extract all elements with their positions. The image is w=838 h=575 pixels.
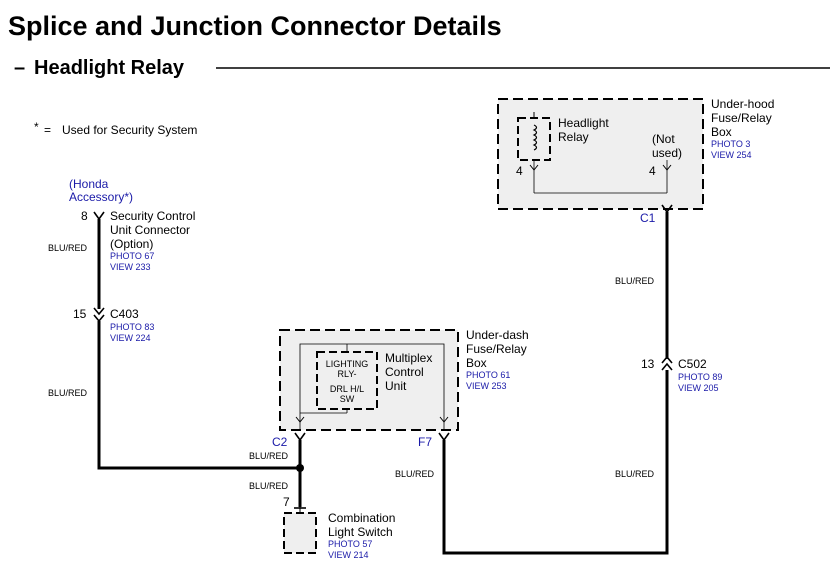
combo-name-1: Combination bbox=[328, 511, 395, 525]
f7-connector-icon bbox=[438, 432, 450, 442]
wire-label-2: BLU/RED bbox=[48, 388, 88, 398]
security-name-1: Security Control bbox=[110, 209, 195, 223]
section-dash: – bbox=[14, 57, 25, 79]
security-name-2: Unit Connector bbox=[110, 223, 190, 237]
legend-text: Used for Security System bbox=[62, 123, 197, 137]
c502-view: VIEW 205 bbox=[678, 383, 719, 393]
c502-connector-icon bbox=[661, 355, 673, 371]
wire-label-3: BLU/RED bbox=[249, 451, 289, 461]
underdash-name-1: Under-dash bbox=[466, 328, 529, 342]
wire-label-4: BLU/RED bbox=[249, 481, 289, 491]
underhood-name-2: Fuse/Relay bbox=[711, 111, 772, 125]
combo-pin: 7 bbox=[283, 495, 290, 509]
underhood-name-1: Under-hood bbox=[711, 97, 774, 111]
honda-label-2: Accessory*) bbox=[69, 190, 133, 204]
c2-inner-arrow-icon bbox=[295, 416, 305, 423]
wire-label-6: BLU/RED bbox=[615, 469, 655, 479]
c1-label: C1 bbox=[640, 211, 656, 225]
combo-name-2: Light Switch bbox=[328, 525, 393, 539]
underdash-photo: PHOTO 61 bbox=[466, 370, 510, 380]
legend-equals: = bbox=[44, 123, 51, 137]
f7-label: F7 bbox=[418, 435, 432, 449]
multiplex-name-3: Unit bbox=[385, 379, 407, 393]
security-name-3: (Option) bbox=[110, 237, 153, 251]
relay-label-1: Headlight bbox=[558, 116, 609, 130]
notused-label-2: used) bbox=[652, 146, 682, 160]
combo-switch-box bbox=[283, 512, 317, 554]
c2-connector-icon bbox=[294, 432, 306, 442]
multiplex-name-1: Multiplex bbox=[385, 351, 432, 365]
wire-label-5: BLU/RED bbox=[395, 469, 435, 479]
wire-label-7: BLU/RED bbox=[615, 276, 655, 286]
notused-pin-arrow-icon bbox=[662, 164, 672, 171]
splice-point-icon bbox=[296, 464, 304, 472]
underdash-view: VIEW 253 bbox=[466, 381, 507, 391]
c403-view: VIEW 224 bbox=[110, 333, 151, 343]
multiplex-input-2: RLY- bbox=[337, 369, 356, 379]
security-view: VIEW 233 bbox=[110, 262, 151, 272]
c502-name: C502 bbox=[678, 357, 707, 371]
multiplex-input-3: DRL H/L bbox=[330, 384, 364, 394]
multiplex-input-4: SW bbox=[340, 394, 355, 404]
wire-label-1: BLU/RED bbox=[48, 243, 88, 253]
page-title: Splice and Junction Connector Details bbox=[8, 11, 502, 41]
notused-label-1: (Not bbox=[652, 132, 675, 146]
honda-label-1: (Honda bbox=[69, 177, 109, 191]
security-connector-icon bbox=[93, 211, 105, 221]
f7-inner-arrow-icon bbox=[439, 416, 449, 423]
notused-pin: 4 bbox=[649, 164, 656, 178]
security-pin: 8 bbox=[81, 209, 88, 223]
wire-c403-splice bbox=[97, 321, 300, 470]
multiplex-name-2: Control bbox=[385, 365, 424, 379]
c403-connector-icon bbox=[93, 307, 105, 323]
relay-pin-arrow-icon bbox=[529, 164, 539, 171]
c403-pin: 15 bbox=[73, 307, 87, 321]
relay-coil-icon bbox=[532, 124, 538, 151]
legend-star: * bbox=[34, 120, 39, 134]
combo-view: VIEW 214 bbox=[328, 550, 369, 560]
relay-pin: 4 bbox=[516, 164, 523, 178]
c403-photo: PHOTO 83 bbox=[110, 322, 154, 332]
wire-c502-f7 bbox=[442, 370, 669, 555]
relay-label-2: Relay bbox=[558, 130, 589, 144]
underdash-name-3: Box bbox=[466, 356, 487, 370]
section-title: Headlight Relay bbox=[34, 57, 185, 79]
c502-photo: PHOTO 89 bbox=[678, 372, 722, 382]
underhood-photo: PHOTO 3 bbox=[711, 139, 750, 149]
multiplex-input-1: LIGHTING bbox=[326, 359, 369, 369]
c2-label: C2 bbox=[272, 435, 288, 449]
underhood-view: VIEW 254 bbox=[711, 150, 752, 160]
c502-pin: 13 bbox=[641, 357, 655, 371]
security-photo: PHOTO 67 bbox=[110, 251, 154, 261]
underdash-name-2: Fuse/Relay bbox=[466, 342, 527, 356]
underhood-name-3: Box bbox=[711, 125, 732, 139]
c403-name: C403 bbox=[110, 307, 139, 321]
combo-photo: PHOTO 57 bbox=[328, 539, 372, 549]
